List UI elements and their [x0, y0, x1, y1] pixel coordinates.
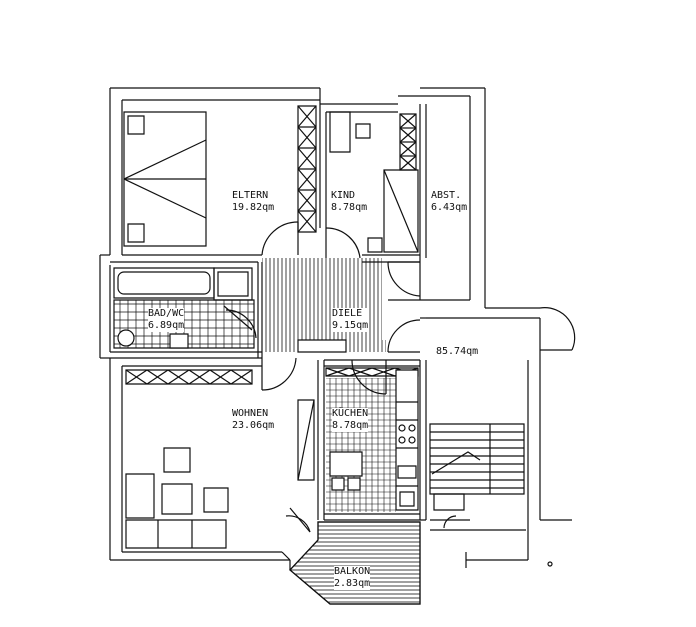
wardrobe-wohnen — [126, 370, 252, 384]
room-label-eltern: ELTERN 19.82qm — [232, 190, 274, 214]
room-label-wohnen: WOHNEN 23.06qm — [232, 408, 274, 432]
room-area: 8.78qm — [331, 202, 368, 213]
outer-walls — [100, 88, 540, 560]
total-area-label: 85.74qm — [436, 346, 479, 357]
room-label-diele: DIELE 9.15qm — [332, 308, 369, 332]
room-area: 6.89qm — [148, 320, 185, 331]
room-area: 23.06qm — [232, 420, 275, 431]
room-name: KIND — [331, 190, 356, 201]
wardrobe-kind — [400, 114, 416, 170]
room-area: 8.78qm — [332, 420, 369, 431]
room-area: 2.83qm — [334, 578, 371, 589]
wardrobe-eltern — [298, 106, 316, 232]
room-name: DIELE — [332, 308, 363, 319]
interior-walls — [110, 100, 426, 520]
bathroom-fixtures — [114, 268, 254, 348]
kitchen-floor — [326, 378, 396, 512]
living-furniture — [126, 400, 314, 548]
room-name: ABST. — [431, 190, 462, 201]
room-area: 19.82qm — [232, 202, 275, 213]
room-area: 6.43qm — [431, 202, 468, 213]
room-area: 9.15qm — [332, 320, 369, 331]
kitchen-units — [330, 370, 418, 510]
room-name: BAD/WC — [148, 308, 185, 319]
room-name: ELTERN — [232, 190, 269, 201]
door-swings — [226, 222, 420, 532]
double-bed — [124, 112, 206, 246]
room-label-bad: BAD/WC 6.89qm — [148, 308, 185, 332]
room-name: BALKON — [334, 566, 371, 577]
room-label-abst: ABST. 6.43qm — [431, 190, 467, 214]
room-label-balkon: BALKON 2.83qm — [334, 566, 371, 590]
balcony — [282, 522, 420, 604]
room-name: KÜCHEN — [332, 408, 369, 419]
staircase — [426, 308, 575, 568]
room-name: WOHNEN — [232, 408, 269, 419]
room-label-kuechen: KÜCHEN 8.78qm — [332, 408, 369, 432]
room-label-kind: KIND 8.78qm — [331, 190, 367, 214]
kind-furniture — [330, 112, 418, 252]
